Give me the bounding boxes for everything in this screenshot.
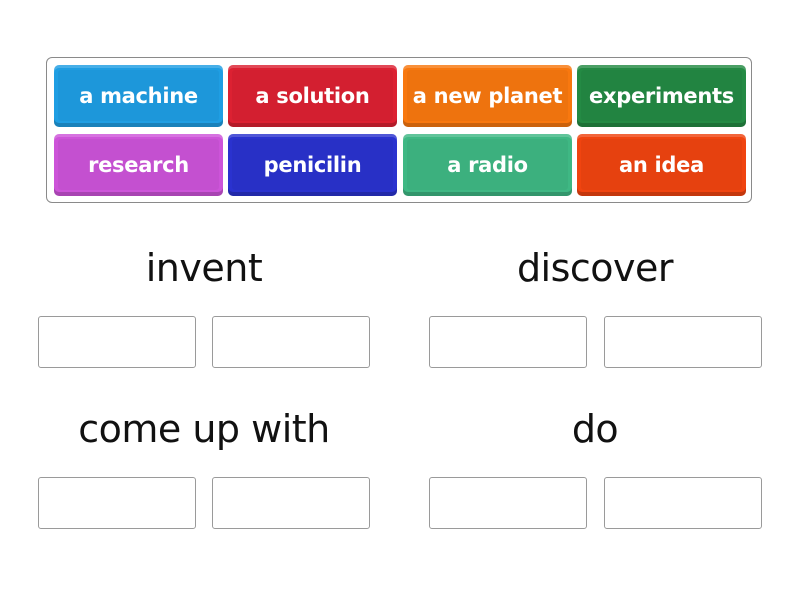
tile-label: a radio <box>447 153 528 177</box>
tile-label: experiments <box>589 84 734 108</box>
tile-label: research <box>88 153 189 177</box>
group-heading-come-up-with: come up with <box>78 407 330 451</box>
drop-slot-invent-1[interactable] <box>38 316 196 368</box>
word-tile-experiments[interactable]: experiments <box>577 65 746 127</box>
drop-slot-come-up-with-2[interactable] <box>212 477 370 529</box>
word-tile-a-solution[interactable]: a solution <box>228 65 397 127</box>
word-tile-research[interactable]: research <box>54 134 223 196</box>
drop-slot-discover-2[interactable] <box>604 316 762 368</box>
drop-slot-come-up-with-1[interactable] <box>38 477 196 529</box>
tile-label: penicilin <box>263 153 362 177</box>
drop-slot-do-1[interactable] <box>429 477 587 529</box>
tile-label: a machine <box>79 84 198 108</box>
word-bank: a machine a solution a new planet experi… <box>46 57 752 203</box>
group-heading-invent: invent <box>145 246 263 290</box>
drop-slot-discover-1[interactable] <box>429 316 587 368</box>
drop-slot-do-2[interactable] <box>604 477 762 529</box>
tile-label: a new planet <box>412 84 563 108</box>
word-tile-a-new-planet[interactable]: a new planet <box>403 65 572 127</box>
tile-label: a solution <box>255 84 370 108</box>
word-tile-a-radio[interactable]: a radio <box>403 134 572 196</box>
group-heading-discover: discover <box>516 246 674 290</box>
word-tile-a-machine[interactable]: a machine <box>54 65 223 127</box>
drop-slot-invent-2[interactable] <box>212 316 370 368</box>
tile-label: an idea <box>619 153 704 177</box>
word-tile-an-idea[interactable]: an idea <box>577 134 746 196</box>
word-tile-penicilin[interactable]: penicilin <box>228 134 397 196</box>
group-heading-do: do <box>571 407 619 451</box>
